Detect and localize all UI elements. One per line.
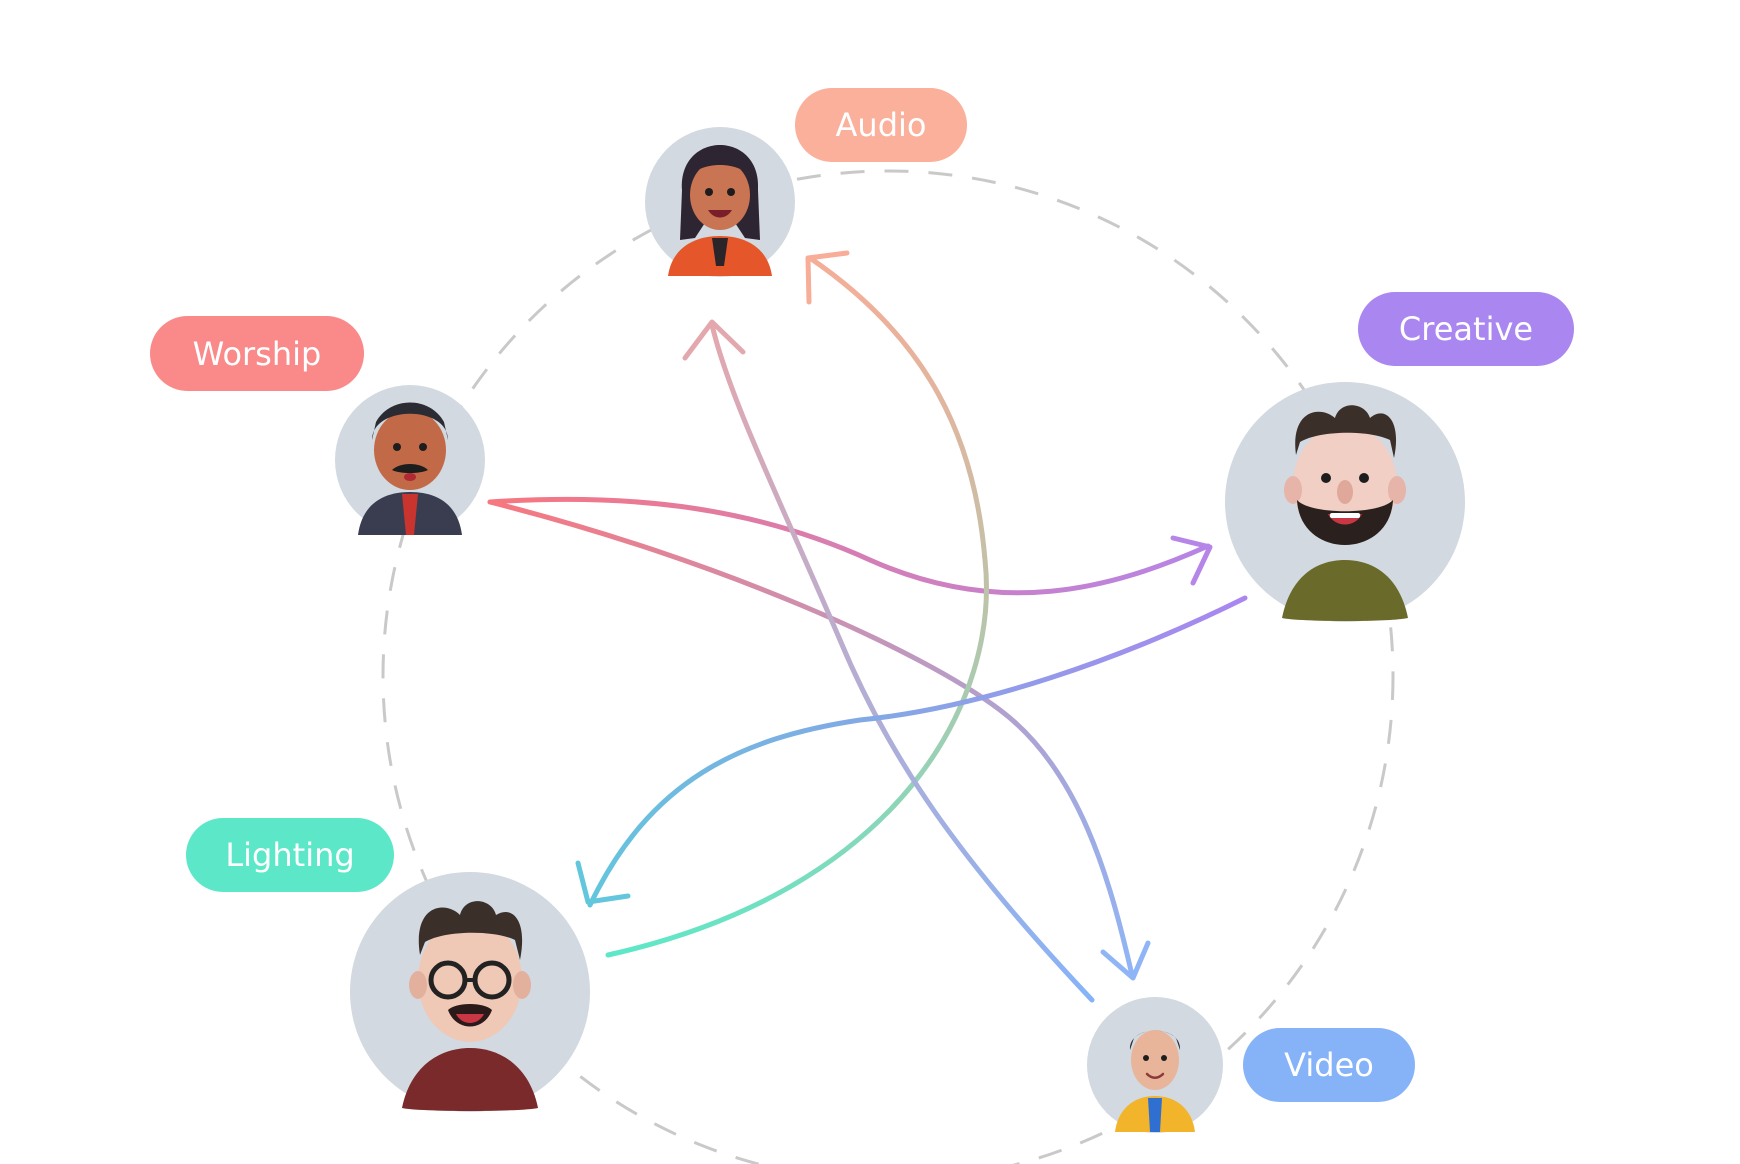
team-node-video[interactable]: Video (1087, 997, 1415, 1133)
team-node-lighting[interactable]: Lighting (186, 818, 590, 1112)
label-pill-worship (150, 316, 364, 391)
label-pill-lighting (186, 818, 394, 892)
connection-worship-video (487, 499, 1151, 981)
label-creative: Creative (1399, 310, 1533, 348)
man-yellow-jacket-blue-tie-avatar-icon (1115, 1030, 1195, 1132)
team-node-audio[interactable]: Audio (645, 88, 967, 277)
connection-lighting-audio (605, 250, 989, 958)
label-video: Video (1284, 1046, 1374, 1084)
woman-orange-jacket-avatar-icon (668, 145, 772, 276)
team-node-worship[interactable]: Worship (150, 316, 485, 535)
label-lighting: Lighting (225, 836, 354, 874)
label-pill-audio (795, 88, 967, 162)
label-audio: Audio (836, 106, 927, 144)
connections (487, 250, 1248, 1003)
connection-creative-lighting (575, 595, 1248, 908)
label-worship: Worship (193, 335, 322, 373)
label-pill-creative (1358, 292, 1574, 366)
bearded-man-olive-sweater-avatar-icon (1282, 405, 1408, 621)
man-glasses-maroon-sweater-avatar-icon (402, 901, 538, 1111)
connection-worship-creative (487, 496, 1213, 596)
man-mustache-red-tie-avatar-icon (358, 402, 462, 535)
label-pill-video (1243, 1028, 1415, 1102)
network-ring (381, 169, 1395, 1164)
connection-video-audio (682, 319, 1095, 1003)
team-node-creative[interactable]: Creative (1225, 292, 1574, 622)
